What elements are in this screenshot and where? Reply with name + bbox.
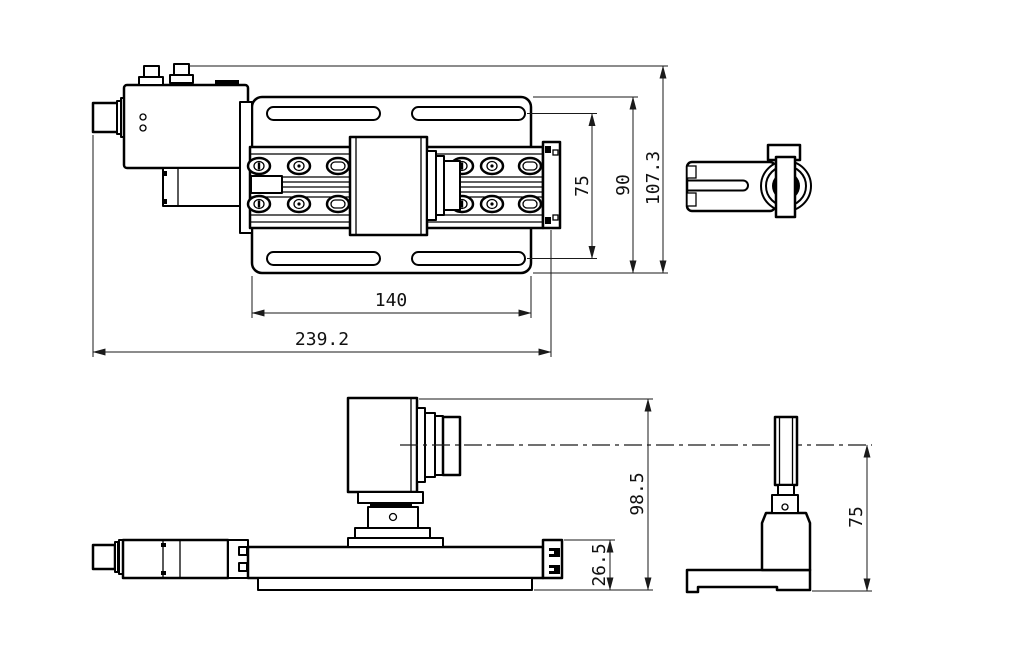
dim-label-plate-length: 140 xyxy=(375,290,408,311)
fork-bracket xyxy=(685,160,777,213)
stage-body-front xyxy=(246,538,564,591)
clamp-bar xyxy=(774,155,797,219)
manual-knob-top xyxy=(91,101,120,134)
screw-hole xyxy=(286,156,312,176)
pedestal-front xyxy=(347,491,444,548)
manual-knob-front xyxy=(91,543,117,571)
side-view-upper xyxy=(685,143,812,219)
slot-top-left xyxy=(266,106,381,121)
vertical-motor-front xyxy=(346,396,462,548)
front-view: 98.5 26.5 xyxy=(91,396,872,591)
slot-bottom-right xyxy=(411,251,526,266)
screw-hole xyxy=(479,156,505,176)
top-view: 75 90 107.3 140 239.2 xyxy=(91,63,668,357)
screw-hole xyxy=(246,156,272,176)
screw-hole xyxy=(286,194,312,214)
linear-rail xyxy=(246,135,562,237)
screw-hole xyxy=(325,156,351,176)
pedestal-hole xyxy=(388,512,398,522)
coupling-brackets xyxy=(426,150,461,221)
motor-assembly-front xyxy=(91,538,249,580)
rail-end-cap xyxy=(541,140,562,230)
pedestal-side xyxy=(760,511,812,572)
front-view-dimensions: 98.5 26.5 xyxy=(419,398,653,591)
dim-label-base-height: 26.5 xyxy=(589,543,610,586)
bottom-plate xyxy=(257,577,533,591)
screw-hole xyxy=(517,156,543,176)
motor-body-front xyxy=(121,538,230,580)
l-base xyxy=(685,568,812,594)
rail-notch xyxy=(250,175,283,194)
top-view-dimensions: 75 90 107.3 140 239.2 xyxy=(92,65,668,357)
gearbox-top xyxy=(162,167,249,207)
dim-label-slot-span: 75 xyxy=(572,175,593,197)
side-view-lower: 75 xyxy=(685,415,872,594)
motor-assembly-top xyxy=(91,63,253,234)
stage-end-block xyxy=(541,538,564,580)
screw-hole xyxy=(246,194,272,214)
carriage-block xyxy=(348,135,429,237)
neck-hole xyxy=(781,503,789,511)
dim-label-center-height: 75 xyxy=(846,506,867,528)
motor-shaft-hub xyxy=(441,415,462,477)
screw-hole xyxy=(479,194,505,214)
slot-top-right xyxy=(411,106,526,121)
dim-label-plate-height: 90 xyxy=(613,174,634,196)
screw-hole xyxy=(517,194,543,214)
connector-1 xyxy=(138,65,164,86)
screw-hole xyxy=(325,194,351,214)
connector-2 xyxy=(169,63,194,84)
dim-label-overall-height-top: 107.3 xyxy=(643,151,664,205)
vertical-shaft xyxy=(773,415,799,496)
rail-screws xyxy=(246,156,543,214)
dim-label-overall-height-front: 98.5 xyxy=(627,472,648,515)
side-view-dimensions: 75 xyxy=(812,444,872,592)
slot-bottom-left xyxy=(266,251,381,266)
dim-label-overall-length: 239.2 xyxy=(295,329,349,350)
motor-body-top xyxy=(122,83,250,170)
indicator-dot xyxy=(139,113,147,121)
indicator-dot xyxy=(139,124,147,132)
